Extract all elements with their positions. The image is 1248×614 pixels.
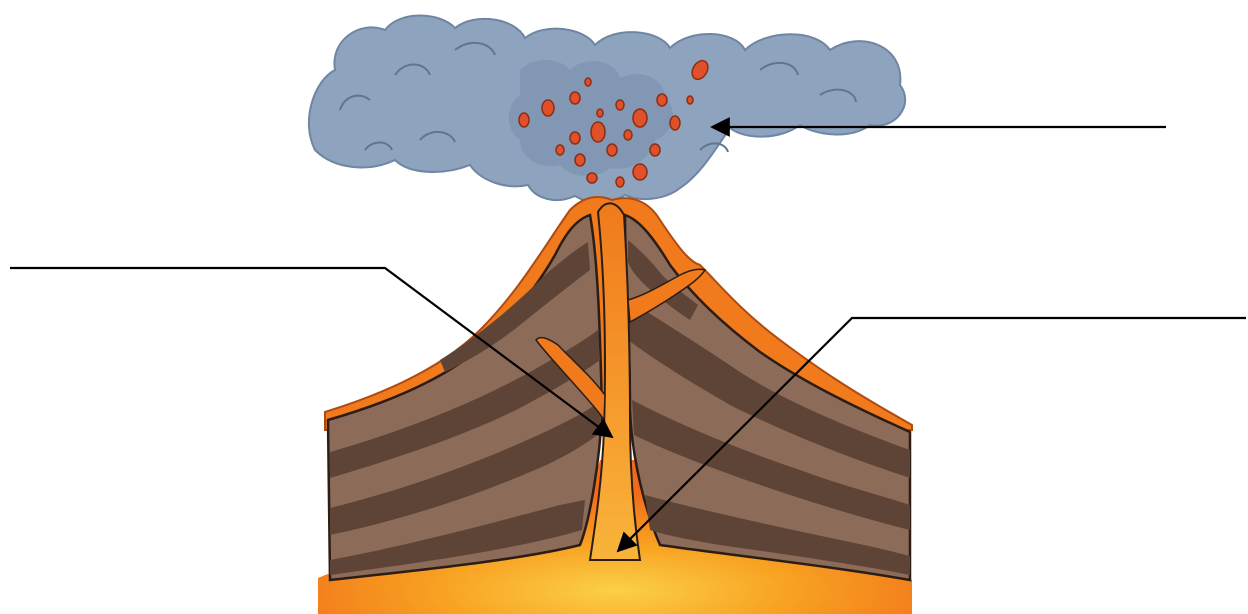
ash-cloud [309,16,905,203]
